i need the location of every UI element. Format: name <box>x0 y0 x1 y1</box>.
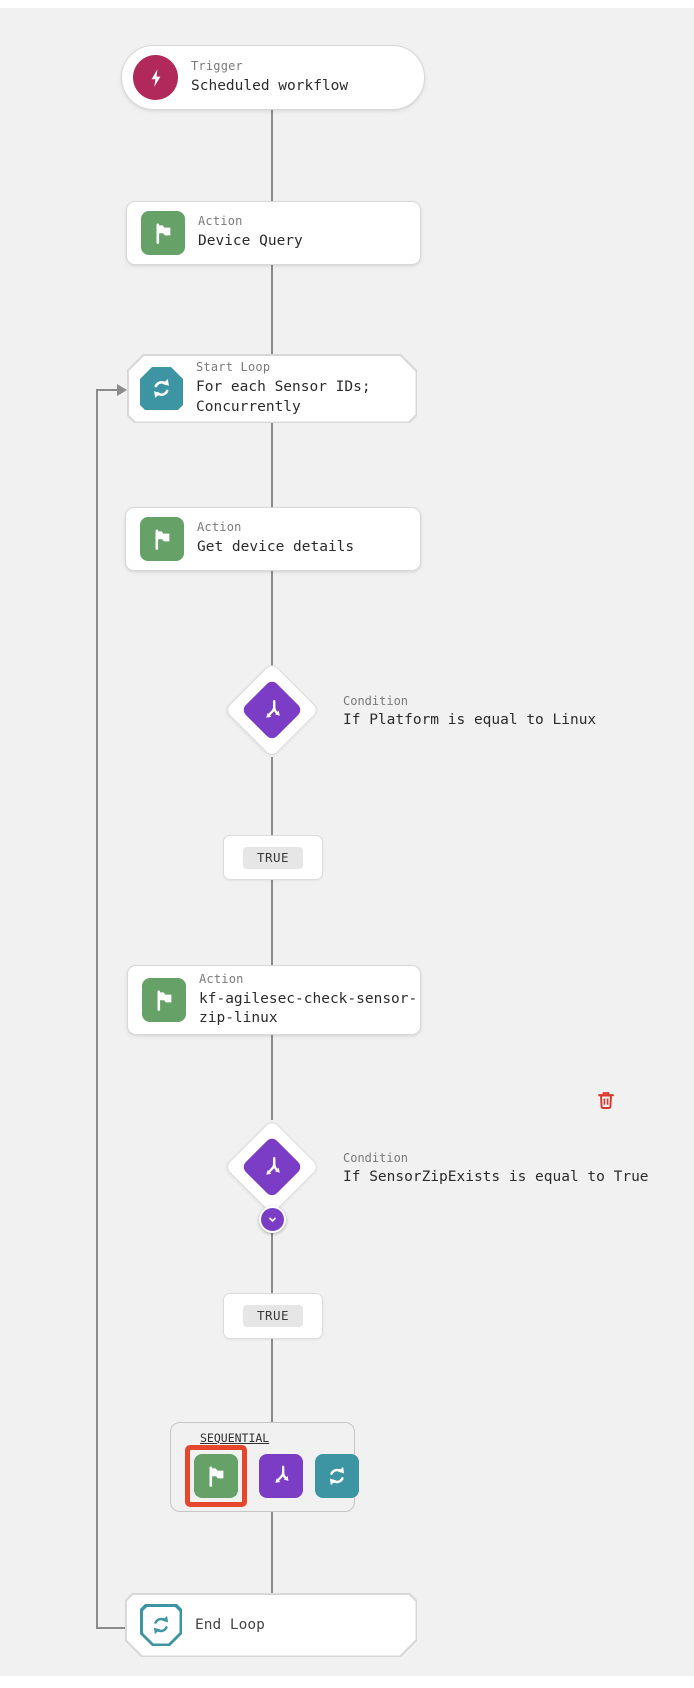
sequential-group-label: SEQUENTIAL <box>200 1431 270 1445</box>
flag-icon <box>142 978 186 1022</box>
loop-icon <box>140 367 183 410</box>
branch-label: TRUE <box>242 846 304 869</box>
loopback-edge-bottom <box>96 1627 126 1629</box>
node-title: Scheduled workflow <box>191 77 349 94</box>
node-type-label: Start Loop <box>196 360 271 375</box>
node-type-label: Action <box>197 520 242 535</box>
delete-button[interactable] <box>598 1091 614 1109</box>
node-title: End Loop <box>195 1617 265 1633</box>
flag-icon[interactable] <box>194 1454 238 1498</box>
canvas-margin-bottom <box>0 1676 694 1688</box>
node-title: For each Sensor IDs; Concurrently <box>196 379 371 415</box>
edge-device-query-to-start-loop <box>271 265 273 354</box>
trash-icon <box>598 1092 614 1109</box>
flag-icon <box>141 211 185 255</box>
edge-get-details-to-condition1 <box>271 571 273 677</box>
selection-highlight <box>185 1445 247 1507</box>
flag-icon <box>140 517 184 561</box>
edge-check-sensor-to-condition2 <box>271 1035 273 1120</box>
edge-true-to-check-sensor <box>271 880 273 965</box>
edge-start-loop-to-get-details <box>271 423 273 507</box>
sequential-group-node[interactable]: SEQUENTIAL <box>170 1422 359 1512</box>
start-loop-node[interactable]: Start Loop For each Sensor IDs; Concurre… <box>127 354 417 423</box>
edge-sequential-to-end-loop <box>271 1512 273 1593</box>
node-type-label: Trigger <box>191 58 243 73</box>
loopback-edge-top <box>96 389 118 391</box>
action-node-check-sensor-zip[interactable]: Action kf-agilesec-check-sensor-zip-linu… <box>127 965 421 1035</box>
chevron-down-icon <box>269 1217 276 1222</box>
edge-trigger-to-device-query <box>271 110 273 201</box>
edge-condition2-to-true <box>271 1232 273 1293</box>
node-title: If SensorZipExists is equal to True <box>343 1169 649 1185</box>
action-node-get-device-details[interactable]: Action Get device details <box>125 507 421 571</box>
loop-icon[interactable] <box>315 1454 359 1498</box>
loop-icon <box>140 1604 182 1646</box>
trigger-node[interactable]: Trigger Scheduled workflow <box>121 45 425 110</box>
lightning-icon <box>133 55 178 100</box>
end-loop-node[interactable]: End Loop <box>125 1593 417 1657</box>
canvas-margin-top <box>0 0 694 8</box>
loopback-edge-vertical <box>96 389 98 1629</box>
node-type-label: Condition <box>343 694 409 708</box>
branch-icon[interactable] <box>259 1454 303 1498</box>
edge-condition1-to-true <box>271 757 273 835</box>
node-type-label: Action <box>199 971 244 986</box>
branch-true-badge: TRUE <box>223 1293 323 1339</box>
node-type-label: Condition <box>343 1151 409 1165</box>
node-title: Get device details <box>197 539 355 556</box>
branch-icon <box>240 1135 304 1199</box>
action-node-device-query[interactable]: Action Device Query <box>126 201 421 265</box>
branch-true-badge: TRUE <box>223 835 323 880</box>
expand-branches-button[interactable] <box>259 1206 286 1233</box>
sequential-children-row <box>185 1445 359 1507</box>
node-title: kf-agilesec-check-sensor-zip-linux <box>199 990 418 1026</box>
branch-icon <box>240 678 304 742</box>
node-title: If Platform is equal to Linux <box>343 712 597 728</box>
edge-true-to-sequential <box>271 1339 273 1422</box>
loopback-arrowhead-icon <box>117 384 127 396</box>
branch-label: TRUE <box>242 1305 304 1327</box>
node-type-label: Action <box>198 214 243 229</box>
node-title: Device Query <box>198 233 303 250</box>
